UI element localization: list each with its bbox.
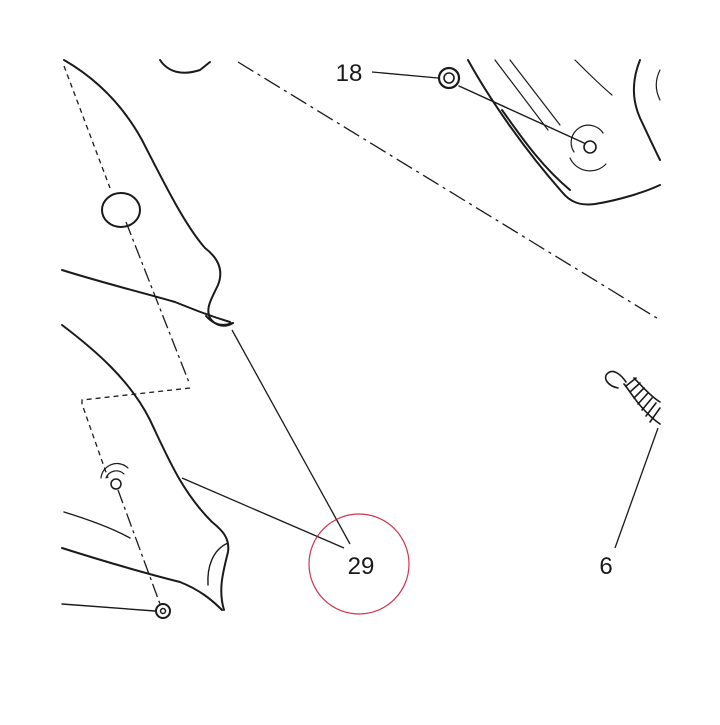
screw-boss-ring-2 (100, 462, 129, 479)
nut-18 (437, 66, 461, 90)
screw-boss-ring-1 (105, 470, 125, 479)
dashdot-diagonal-long (237, 61, 661, 321)
dashdot-screw-to-nut (117, 489, 161, 605)
screw-boss (110, 478, 122, 490)
assembly-lines (63, 61, 661, 605)
dashed-bend (81, 387, 191, 479)
leader-6 (614, 427, 659, 549)
spring-hook (604, 370, 627, 389)
dashed-line-left (63, 65, 111, 189)
upper-panel-lower-edge (61, 269, 231, 323)
nut-18-inner (443, 72, 455, 84)
nut-18-axis (458, 85, 585, 144)
lower-panel-ridge (207, 542, 229, 586)
lower-panel-inner-line (63, 511, 131, 539)
upper-screw-ring-2 (569, 157, 607, 172)
upper-panel-tab (205, 315, 233, 326)
upper-body-panel (63, 59, 234, 327)
callout-18: 18 (336, 60, 363, 87)
upper-screw-boss (583, 140, 597, 154)
upper-right-part-lower (501, 109, 571, 191)
upper-right-part-inner (633, 59, 661, 161)
upper-right-part-ridge2 (509, 59, 561, 126)
upper-right-part-outline (467, 59, 661, 206)
callout-6: 6 (599, 553, 612, 580)
callout-29: 29 (348, 553, 375, 580)
upper-right-part-ridge3 (574, 59, 613, 96)
leader-29-upper (231, 329, 351, 545)
nut-bottom-leader (61, 603, 156, 612)
mounting-hole (101, 192, 141, 228)
lower-panel-flange (61, 547, 223, 611)
highlight-circle (308, 513, 410, 615)
upper-right-part-ridge1 (494, 59, 549, 131)
spring-coils (623, 377, 661, 425)
dashdot-hole-to-bend (125, 221, 191, 386)
nut-bottom (155, 603, 171, 619)
lower-body-panel (61, 324, 230, 611)
nut-bottom-hole (159, 607, 167, 615)
panel-top-notch (159, 59, 211, 74)
upper-screw-ring (570, 124, 604, 153)
leader-18 (371, 71, 439, 79)
upper-right-part-arc (655, 69, 661, 101)
